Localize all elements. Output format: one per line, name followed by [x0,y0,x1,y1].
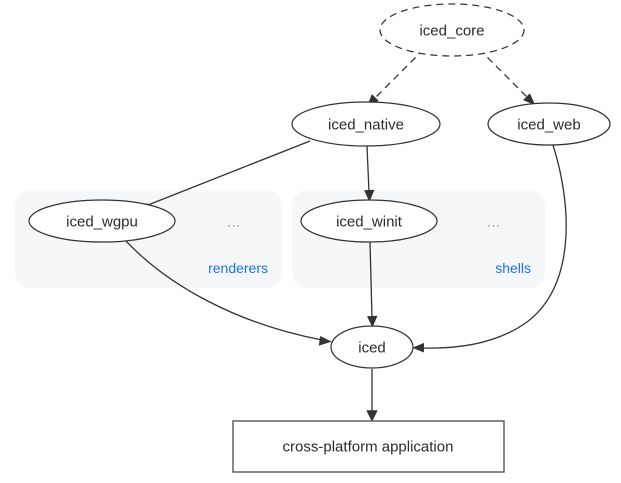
node-application[interactable]: cross-platform application [232,420,505,473]
cluster-renderers-label: renderers [208,260,268,276]
edge-iced-to-application-arrowhead [366,410,378,422]
node-iced-native-label: iced_native [328,117,404,134]
edge-iced-core-to-iced-web-arrowhead [523,93,536,106]
node-iced-wgpu-label: iced_wgpu [66,214,138,231]
cluster-shells-label: shells [495,260,531,276]
node-iced-wgpu[interactable]: iced_wgpu [28,199,176,243]
cluster-renderers-ellipsis: ... [227,215,241,230]
edge-iced-core-to-iced-web-line [478,48,529,99]
edge-iced-native-to-iced-wgpu-line [147,140,311,206]
node-iced-winit[interactable]: iced_winit [300,199,438,243]
node-iced-core-shape[interactable] [379,3,525,57]
node-iced-web-label: iced_web [517,117,580,134]
edge-iced-core-to-iced-native-line [373,48,425,100]
node-iced-web[interactable]: iced_web [487,102,611,146]
edge-iced-native-to-iced-winit-line [366,145,370,193]
node-iced-core[interactable]: iced_core [379,3,525,57]
node-iced-native[interactable]: iced_native [291,101,441,147]
cluster-shells-ellipsis: ... [487,215,501,230]
edge-iced-winit-to-iced [367,241,378,328]
node-iced-winit-shape[interactable] [300,199,438,243]
edge-iced-native-to-iced-winit [364,145,375,202]
node-iced-shape[interactable] [330,325,414,369]
edge-iced-wgpu-to-iced-line [124,239,323,341]
edge-iced-web-to-iced [412,144,567,353]
node-iced-label: iced [358,340,386,357]
node-iced-wgpu-shape[interactable] [28,199,176,243]
node-iced-web-shape[interactable] [487,102,611,146]
edge-iced-wgpu-to-iced [124,239,332,346]
edge-iced-wgpu-to-iced-arrowhead [318,336,332,346]
node-application-label: cross-platform application [283,439,454,456]
node-application-shape[interactable] [232,420,505,473]
edge-iced-core-to-iced-web [478,48,536,106]
edge-iced-web-to-iced-arrowhead [412,342,425,353]
edge-iced-core-to-iced-native [366,48,425,107]
node-iced-winit-label: iced_winit [336,214,403,231]
edge-iced-web-to-iced-line [421,144,567,349]
node-iced[interactable]: iced [330,325,414,369]
edge-iced-winit-to-iced-arrowhead [367,315,378,328]
edge-iced-native-to-iced-winit-arrowhead [364,189,375,202]
node-iced-core-label: iced_core [419,23,484,40]
node-iced-native-shape[interactable] [291,101,441,147]
edge-iced-winit-to-iced-line [369,241,373,319]
edge-iced-to-application [366,369,378,422]
